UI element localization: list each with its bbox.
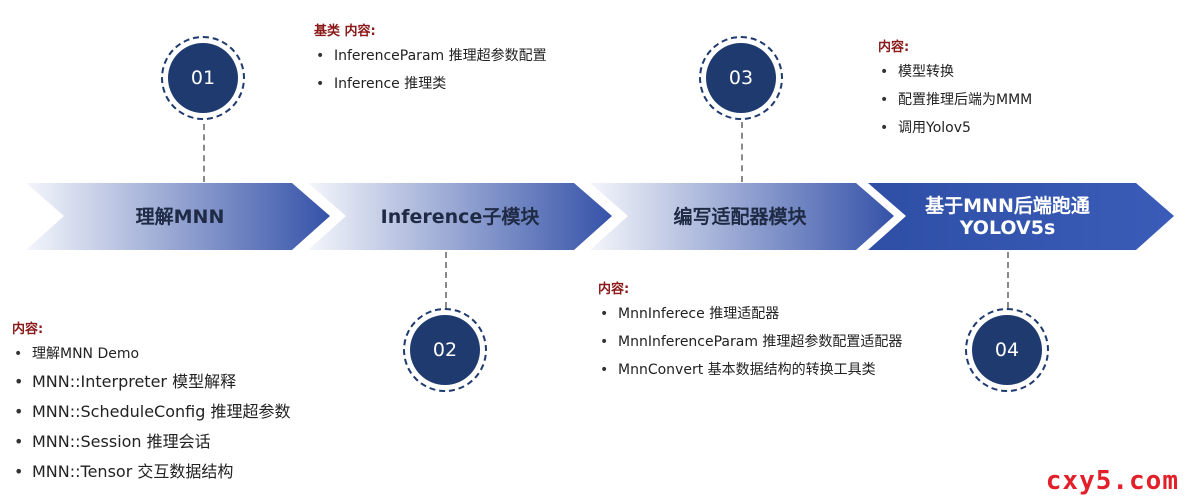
step-4-label-line2: YOLOV5s (959, 216, 1056, 239)
list-item: 配置推理后端为MMM (878, 91, 1032, 109)
step-4-notes-heading: 内容: (878, 40, 910, 55)
connector-step-3 (741, 122, 743, 182)
chevron-step-1 (26, 183, 330, 250)
list-item: MNN::Session 推理会话 (12, 433, 290, 452)
chevron-step-2 (308, 183, 612, 250)
step-4-notes-list: 模型转换 配置推理后端为MMM 调用Yolov5 (878, 63, 1032, 137)
connector-step-4 (1007, 252, 1009, 308)
list-item: MNN::Interpreter 模型解释 (12, 373, 290, 392)
list-item: 调用Yolov5 (878, 119, 1032, 137)
step-3-notes: 内容: MnnInferece 推理适配器 MnnInferenceParam … (598, 278, 902, 389)
step-4-notes: 内容: 模型转换 配置推理后端为MMM 调用Yolov5 (878, 36, 1032, 147)
step-1-notes-list: 理解MNN Demo MNN::Interpreter 模型解释 MNN::Sc… (12, 345, 290, 481)
step-4-label: 基于MNN后端跑通 YOLOV5s (905, 183, 1110, 250)
step-4-number-badge: 04 (965, 308, 1049, 392)
step-2-notes: 基类 内容: InferenceParam 推理超参数配置 Inference … (314, 20, 547, 103)
step-2-label: Inference子模块 (380, 205, 540, 228)
connector-step-1 (203, 124, 205, 182)
connector-step-2 (445, 252, 447, 308)
list-item: MNN::ScheduleConfig 推理超参数 (12, 403, 290, 422)
step-3-number-badge: 03 (699, 36, 783, 120)
step-3-notes-list: MnnInferece 推理适配器 MnnInferenceParam 推理超参… (598, 305, 902, 379)
step-1-number: 01 (168, 43, 238, 113)
watermark: cxy5.com (1045, 466, 1179, 496)
step-4-label-line1: 基于MNN后端跑通 (925, 194, 1090, 217)
list-item: MnnConvert 基本数据结构的转换工具类 (598, 361, 902, 379)
step-3-number: 03 (706, 43, 776, 113)
step-1-label: 理解MNN (135, 205, 225, 228)
step-1-notes: 内容: 理解MNN Demo MNN::Interpreter 模型解释 MNN… (12, 318, 290, 493)
step-1-number-badge: 01 (161, 36, 245, 120)
chevron-step-3 (590, 183, 894, 250)
list-item: 理解MNN Demo (12, 345, 290, 363)
step-1-notes-heading: 内容: (12, 322, 44, 337)
list-item: MnnInferece 推理适配器 (598, 305, 902, 323)
step-3-label: 编写适配器模块 (673, 205, 807, 228)
chevron-step-4 (868, 183, 1174, 250)
list-item: MNN::Tensor 交互数据结构 (12, 463, 290, 482)
step-2-notes-heading: 基类 内容: (314, 24, 376, 39)
step-2-number-badge: 02 (403, 308, 487, 392)
step-3-notes-heading: 内容: (598, 282, 630, 297)
list-item: Inference 推理类 (314, 75, 547, 93)
list-item: InferenceParam 推理超参数配置 (314, 47, 547, 65)
step-2-notes-list: InferenceParam 推理超参数配置 Inference 推理类 (314, 47, 547, 93)
list-item: 模型转换 (878, 63, 1032, 81)
list-item: MnnInferenceParam 推理超参数配置适配器 (598, 333, 902, 351)
step-4-number: 04 (972, 315, 1042, 385)
step-2-number: 02 (410, 315, 480, 385)
